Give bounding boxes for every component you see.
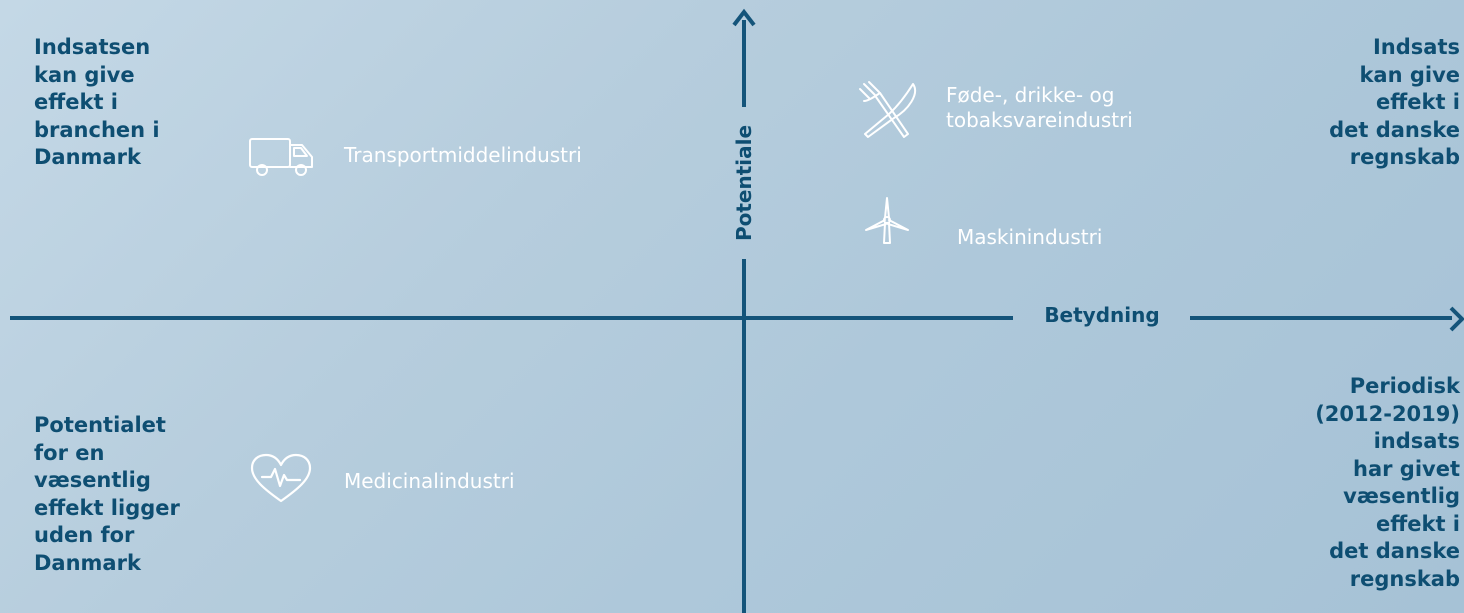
heart-pulse-icon: [250, 453, 312, 503]
industry-label-medical: Medicinalindustri: [344, 469, 515, 493]
quadrant-top-left-text: Indsatsen kan give effekt i branchen i D…: [34, 35, 160, 169]
quadrant-bottom-right-text: Periodisk (2012-2019) indsats har givet …: [1315, 374, 1460, 591]
industry-label-food: Føde-, drikke- og tobaksvareindustri: [946, 83, 1133, 132]
x-axis-line-right: [1190, 316, 1452, 320]
x-axis-line-left: [10, 316, 1013, 320]
fork-knife-icon: [859, 81, 916, 138]
wind-turbine-icon: [865, 197, 909, 244]
quadrant-top-right-text: Indsats kan give effekt i det danske reg…: [1329, 35, 1460, 169]
industry-label-machine: Maskinindustri: [957, 225, 1103, 249]
truck-icon: [249, 138, 313, 176]
y-axis-label: Potentiale: [732, 124, 756, 242]
x-axis-arrow-icon: [1449, 306, 1464, 332]
industry-label-transport: Transportmiddelindustri: [344, 143, 582, 167]
y-axis-line-bottom: [742, 259, 746, 613]
x-axis-label: Betydning: [1044, 303, 1160, 327]
quadrant-bottom-left-text: Potentialet for en væsentlig effekt ligg…: [34, 413, 180, 575]
y-axis-line-top: [742, 20, 746, 107]
y-axis-arrow-icon: [732, 8, 756, 27]
